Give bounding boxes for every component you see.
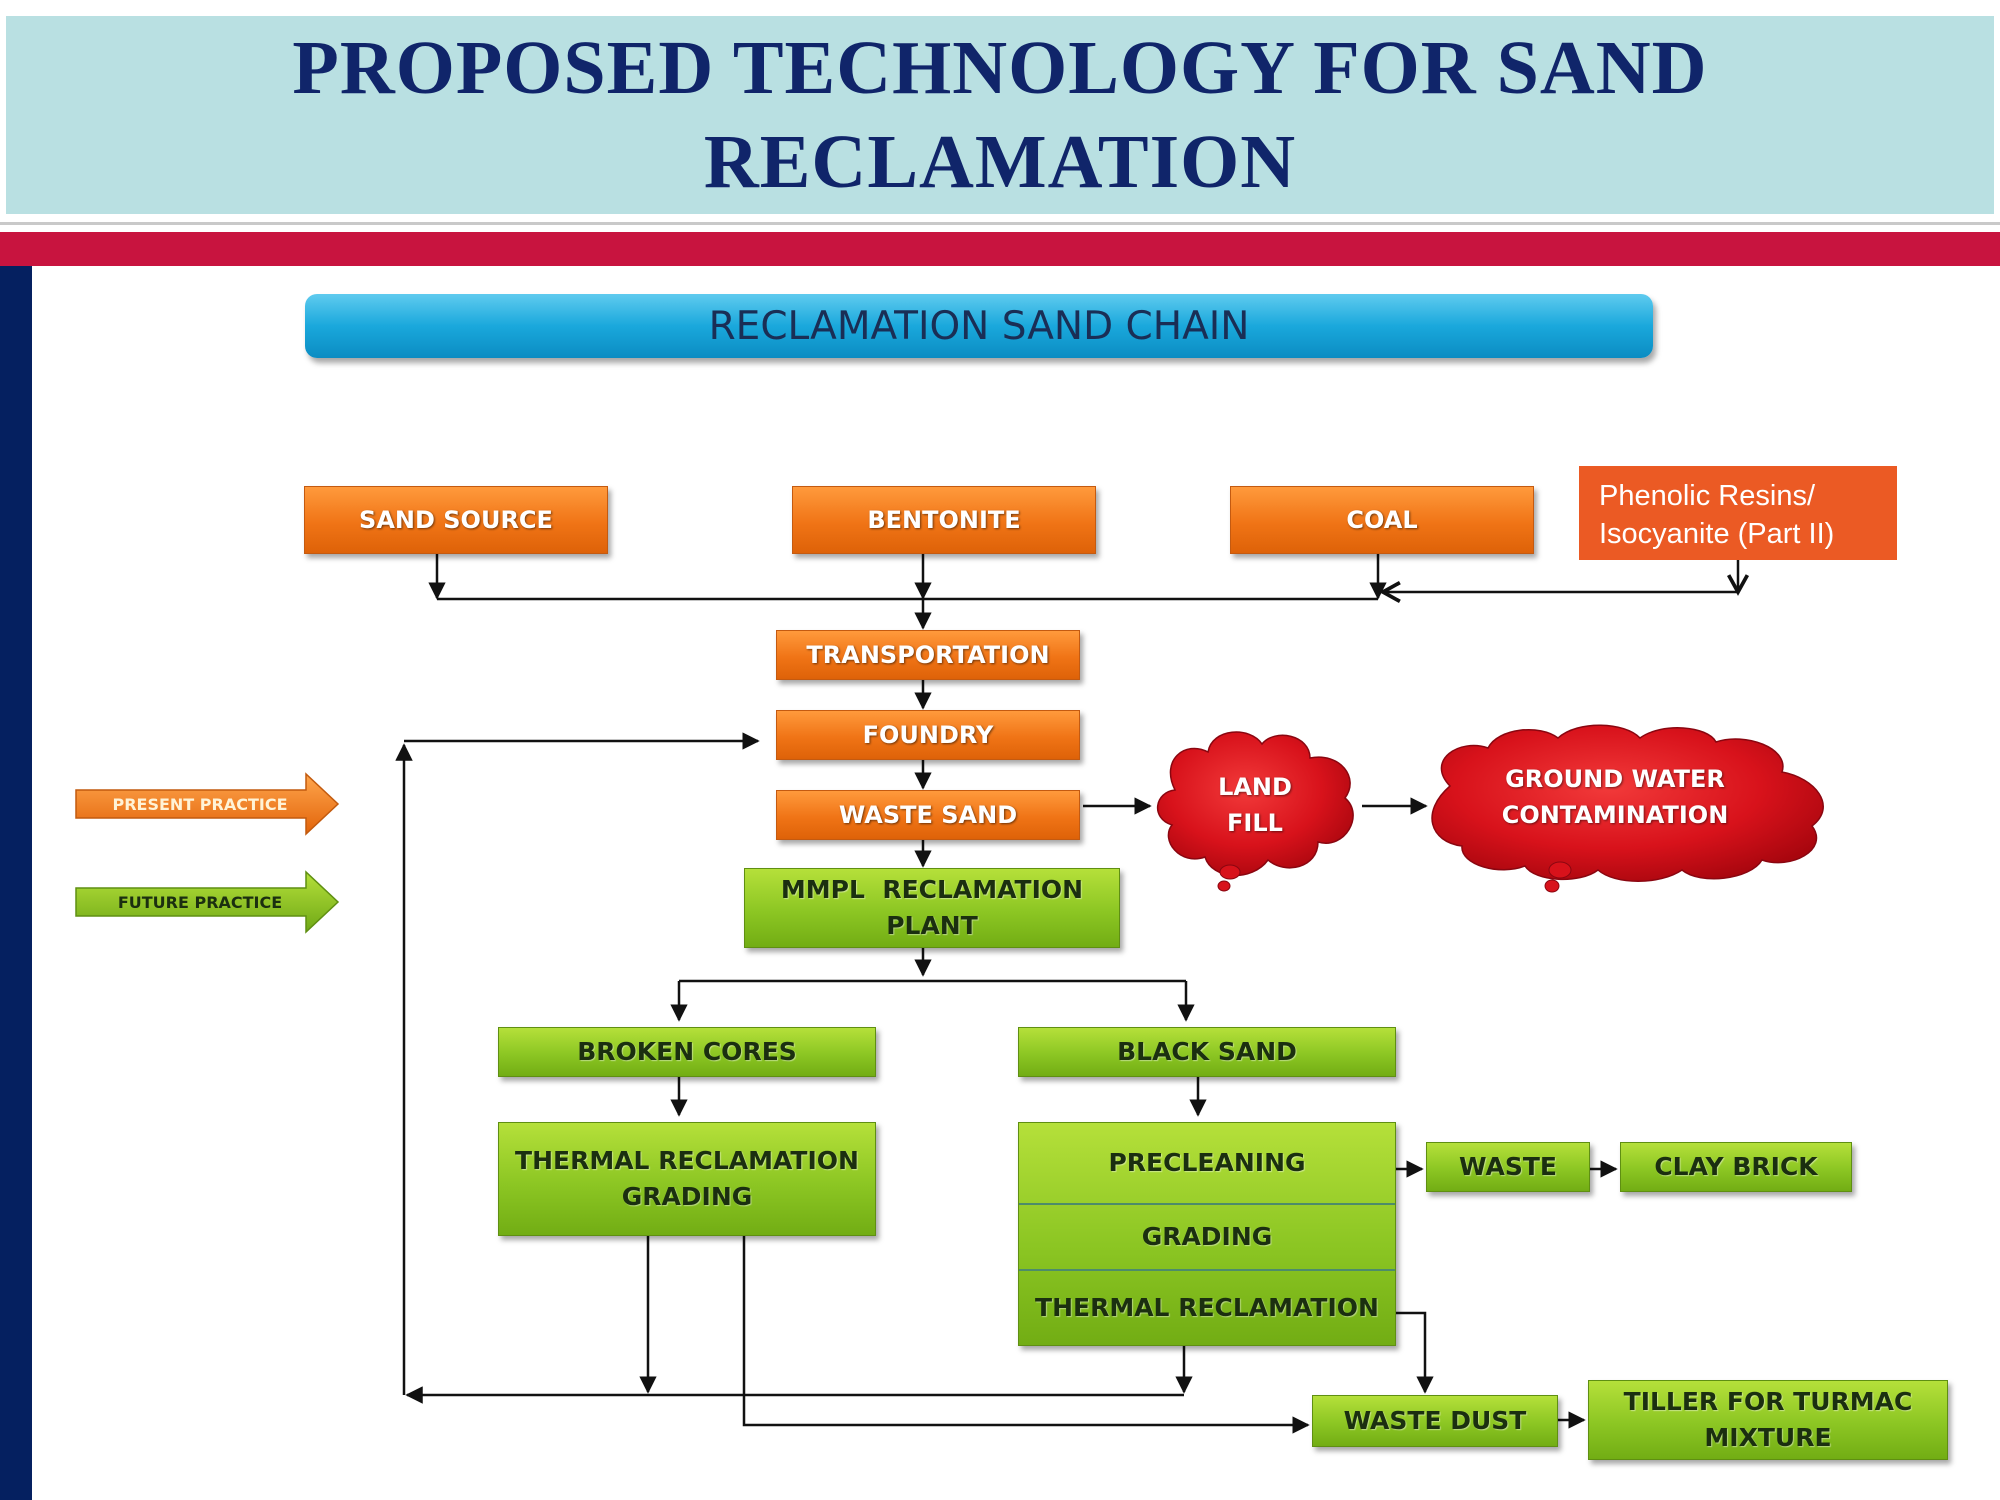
ground-water-line-1: GROUND WATER [1505, 765, 1725, 793]
foundry-box: FOUNDRY [776, 710, 1080, 760]
waste-box: WASTE [1426, 1142, 1590, 1192]
mmpl-reclamation-plant-box: MMPL RECLAMATION PLANT [744, 868, 1120, 948]
ground-water-line-2: CONTAMINATION [1501, 801, 1729, 829]
thermal-reclamation-grading-box: THERMAL RECLAMATION GRADING [498, 1122, 876, 1236]
header-red-bar [0, 232, 2000, 266]
page-title-line-1: PROPOSED TECHNOLOGY FOR SAND [292, 26, 1708, 110]
tiller-box: TILLER FOR TURMAC MIXTURE [1588, 1380, 1948, 1460]
thermal-reclamation-cell: THERMAL RECLAMATION [1035, 1293, 1379, 1322]
chain-banner: RECLAMATION SAND CHAIN [305, 294, 1653, 358]
header-divider [0, 222, 2000, 225]
legend-future-label: FUTURE PRACTICE [117, 892, 283, 912]
precleaning-cell: PRECLEANING [1108, 1148, 1306, 1177]
waste-sand-box: WASTE SAND [776, 790, 1080, 840]
land-fill-line-2: FILL [1227, 809, 1283, 837]
grading-cell: GRADING [1141, 1222, 1273, 1251]
left-accent-bar [0, 266, 32, 1500]
tiller-line-1: TILLER FOR TURMAC [1623, 1387, 1913, 1416]
sand-source-box: SAND SOURCE [304, 486, 608, 554]
ground-water-label: GROUND WATER CONTAMINATION [1470, 757, 1760, 837]
phenolic-line-2: Isocyanite (Part II) [1599, 518, 1835, 550]
land-fill-cloud [1156, 731, 1354, 892]
broken-cores-box: BROKEN CORES [498, 1027, 876, 1077]
tiller-line-2: MIXTURE [1704, 1423, 1832, 1452]
arrow-to-waste-dust [742, 1234, 1310, 1434]
title-band: PROPOSED TECHNOLOGY FOR SAND RECLAMATION [6, 16, 1994, 214]
phenolic-line-1: Phenolic Resins/ [1599, 480, 1815, 512]
land-fill-label: LAND FILL [1180, 765, 1330, 845]
clay-brick-box: CLAY BRICK [1620, 1142, 1852, 1192]
waste-dust-box: WASTE DUST [1312, 1395, 1558, 1447]
future-practice-arrow-icon [75, 870, 340, 934]
legend-present-label: PRESENT PRACTICE [112, 794, 288, 814]
land-fill-line-1: LAND [1218, 773, 1292, 801]
bentonite-box: BENTONITE [792, 486, 1096, 554]
stack-divider-2 [1019, 1269, 1395, 1271]
ground-water-cloud [1431, 724, 1824, 893]
present-practice-arrow-icon [75, 772, 340, 836]
page-title-line-2: RECLAMATION [703, 120, 1297, 204]
plant-line-1: MMPL RECLAMATION [780, 875, 1084, 904]
phenolic-resins-box: Phenolic Resins/ Isocyanite (Part II) [1579, 466, 1897, 560]
arrow-thermal-to-waste-dust [1394, 1311, 1434, 1394]
plant-line-2: PLANT [886, 911, 978, 940]
coal-box: COAL [1230, 486, 1534, 554]
black-sand-process-stack: PRECLEANING GRADING THERMAL RECLAMATION [1018, 1122, 1396, 1346]
black-sand-box: BLACK SAND [1018, 1027, 1396, 1077]
thermal-grading-line-1: THERMAL RECLAMATION [515, 1146, 859, 1175]
transportation-box: TRANSPORTATION [776, 630, 1080, 680]
stack-divider-1 [1019, 1203, 1395, 1205]
thermal-grading-line-2: GRADING [621, 1182, 753, 1211]
